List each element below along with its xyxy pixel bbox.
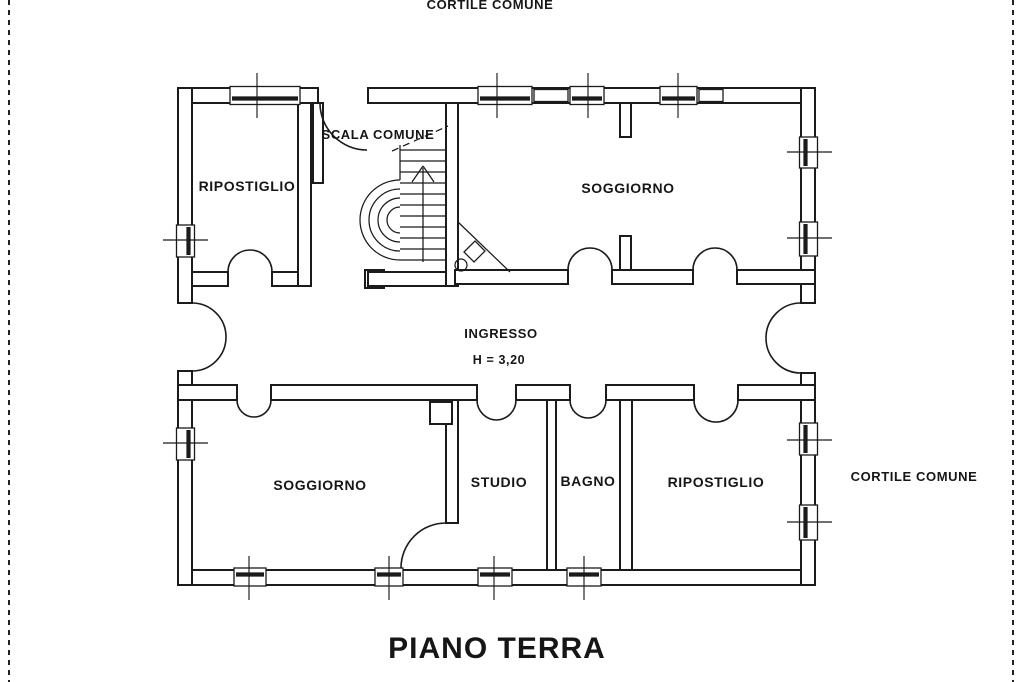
window-symbol [229,73,301,118]
wall-segment [445,102,459,287]
door-arc-soggiorno-bottom [236,399,272,418]
fixture-box [463,240,486,263]
window-symbol [477,556,513,600]
door-arc-ripostiglio-top [227,249,273,273]
wall-segment [454,269,569,285]
label-soggiorno-top: SOGGIORNO [581,180,674,196]
wall-segment [271,271,299,287]
wall-segment [177,384,238,401]
wall-inset [698,88,724,103]
stair-curve [377,197,401,243]
stair-curve [386,206,401,234]
doors [191,102,802,569]
wall-segment [270,384,478,401]
wall-segment [445,399,459,524]
stair-curve [368,188,401,252]
window-symbol [569,73,605,118]
wall-segment [177,370,193,586]
wall-segment [191,271,229,287]
window-symbol [374,556,404,600]
fixture-circle [454,258,468,272]
window-symbol [163,427,208,461]
stair-curve [359,179,401,261]
label-ingresso: INGRESSO [464,326,537,341]
label-ripostiglio-bottom: RIPOSTIGLIO [668,474,765,490]
label-soggiorno-bottom: SOGGIORNO [273,477,366,493]
wall-segment [367,271,459,287]
wall-segment [605,384,695,401]
door-arc-soggiorno-studio [400,522,447,569]
window-symbol [787,422,832,456]
window-symbol [477,73,533,118]
window-symbol [787,504,832,541]
wall-segment [736,269,816,285]
window-symbol [163,224,208,258]
label-scala-comune: SCALA COMUNE [322,127,435,142]
door-arc-ripostiglio-bottom [693,399,739,423]
wall-segment [515,384,571,401]
flue-box [429,401,453,425]
wall-segment [619,235,632,271]
floor-title: PIANO TERRA [388,632,606,665]
label-cortile-comune-top: CORTILE COMUNE [427,0,554,12]
door-arc-soggiorno-top-2 [692,247,738,271]
wall-segment [297,102,312,287]
stair-direction-arrow [411,165,435,262]
wall-segment [737,384,816,401]
window-symbol [787,136,832,169]
window-symbol [787,221,832,257]
wall-segment [611,269,694,285]
wall-segment [546,399,557,571]
door-arc-soggiorno-top-1 [567,247,613,271]
wall-segment [619,102,632,138]
door-arc-scala-entry [319,102,368,151]
window-symbol [233,556,267,600]
label-studio: STUDIO [471,474,528,490]
wall-segment [312,102,324,184]
door-arc-bagno [569,399,607,419]
labels: CORTILE COMUNE SCALA COMUNE RIPOSTIGLIO … [199,0,978,665]
wall-segment [619,399,633,571]
window-symbol [566,556,602,600]
wall-inset [533,88,569,103]
stair-dashed-line [391,125,449,152]
wall-segment [177,87,193,304]
wall-segment [800,372,816,586]
label-ripostiglio-top: RIPOSTIGLIO [199,178,296,194]
under-stair-fixture [454,221,511,273]
door-arc-entrance-west [191,302,227,372]
door-arc-studio [476,399,517,421]
window-symbol [659,73,698,118]
staircase [359,125,449,262]
label-cortile-comune-right: CORTILE COMUNE [851,469,978,484]
door-arc-entrance-east [765,302,802,374]
label-ingresso-height: H = 3,20 [473,353,525,367]
fixture-diagonal [457,221,511,273]
label-bagno: BAGNO [560,473,615,489]
windows [163,73,832,600]
